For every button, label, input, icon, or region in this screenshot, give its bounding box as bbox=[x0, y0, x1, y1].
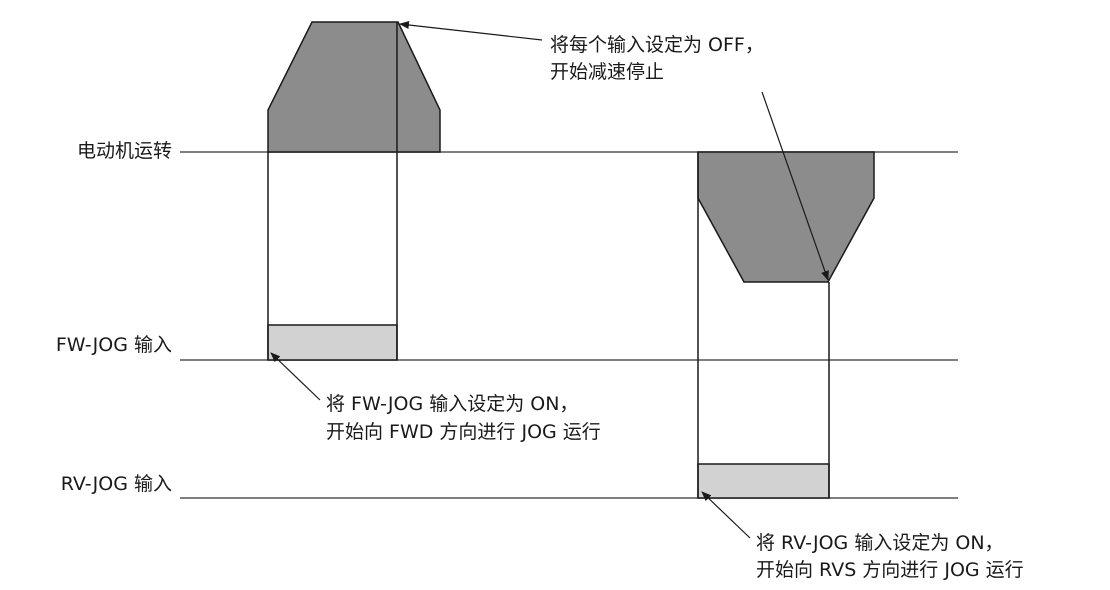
off-callout-arrow-reverse bbox=[761, 91, 829, 281]
rv-callout-arrow bbox=[701, 491, 751, 539]
off-annotation-line1: 将每个输入设定为 OFF， bbox=[550, 34, 764, 56]
rv-jog-input-pulse bbox=[697, 463, 830, 499]
motor-reverse-profile bbox=[697, 151, 875, 283]
fw-annotation-line1: 将 FW-JOG 输入设定为 ON， bbox=[326, 393, 579, 415]
motor-forward-profile bbox=[267, 21, 441, 153]
rv-jog-row-label: RV-JOG 输入 bbox=[60, 473, 172, 495]
fw-jog-input-pulse bbox=[267, 324, 398, 361]
off-callout-arrow bbox=[399, 21, 543, 41]
fw-annotation-line2: 开始向 FWD 方向进行 JOG 运行 bbox=[326, 421, 601, 443]
fw-jog-row-label: FW-JOG 输入 bbox=[55, 334, 172, 356]
off-annotation-line2: 开始减速停止 bbox=[550, 61, 665, 83]
motor-row-label: 电动机运转 bbox=[76, 140, 172, 162]
rv-annotation-line2: 开始向 RVS 方向进行 JOG 运行 bbox=[756, 559, 1024, 581]
fw-callout-arrow bbox=[270, 352, 321, 401]
rv-annotation-line1: 将 RV-JOG 输入设定为 ON， bbox=[756, 532, 1004, 554]
